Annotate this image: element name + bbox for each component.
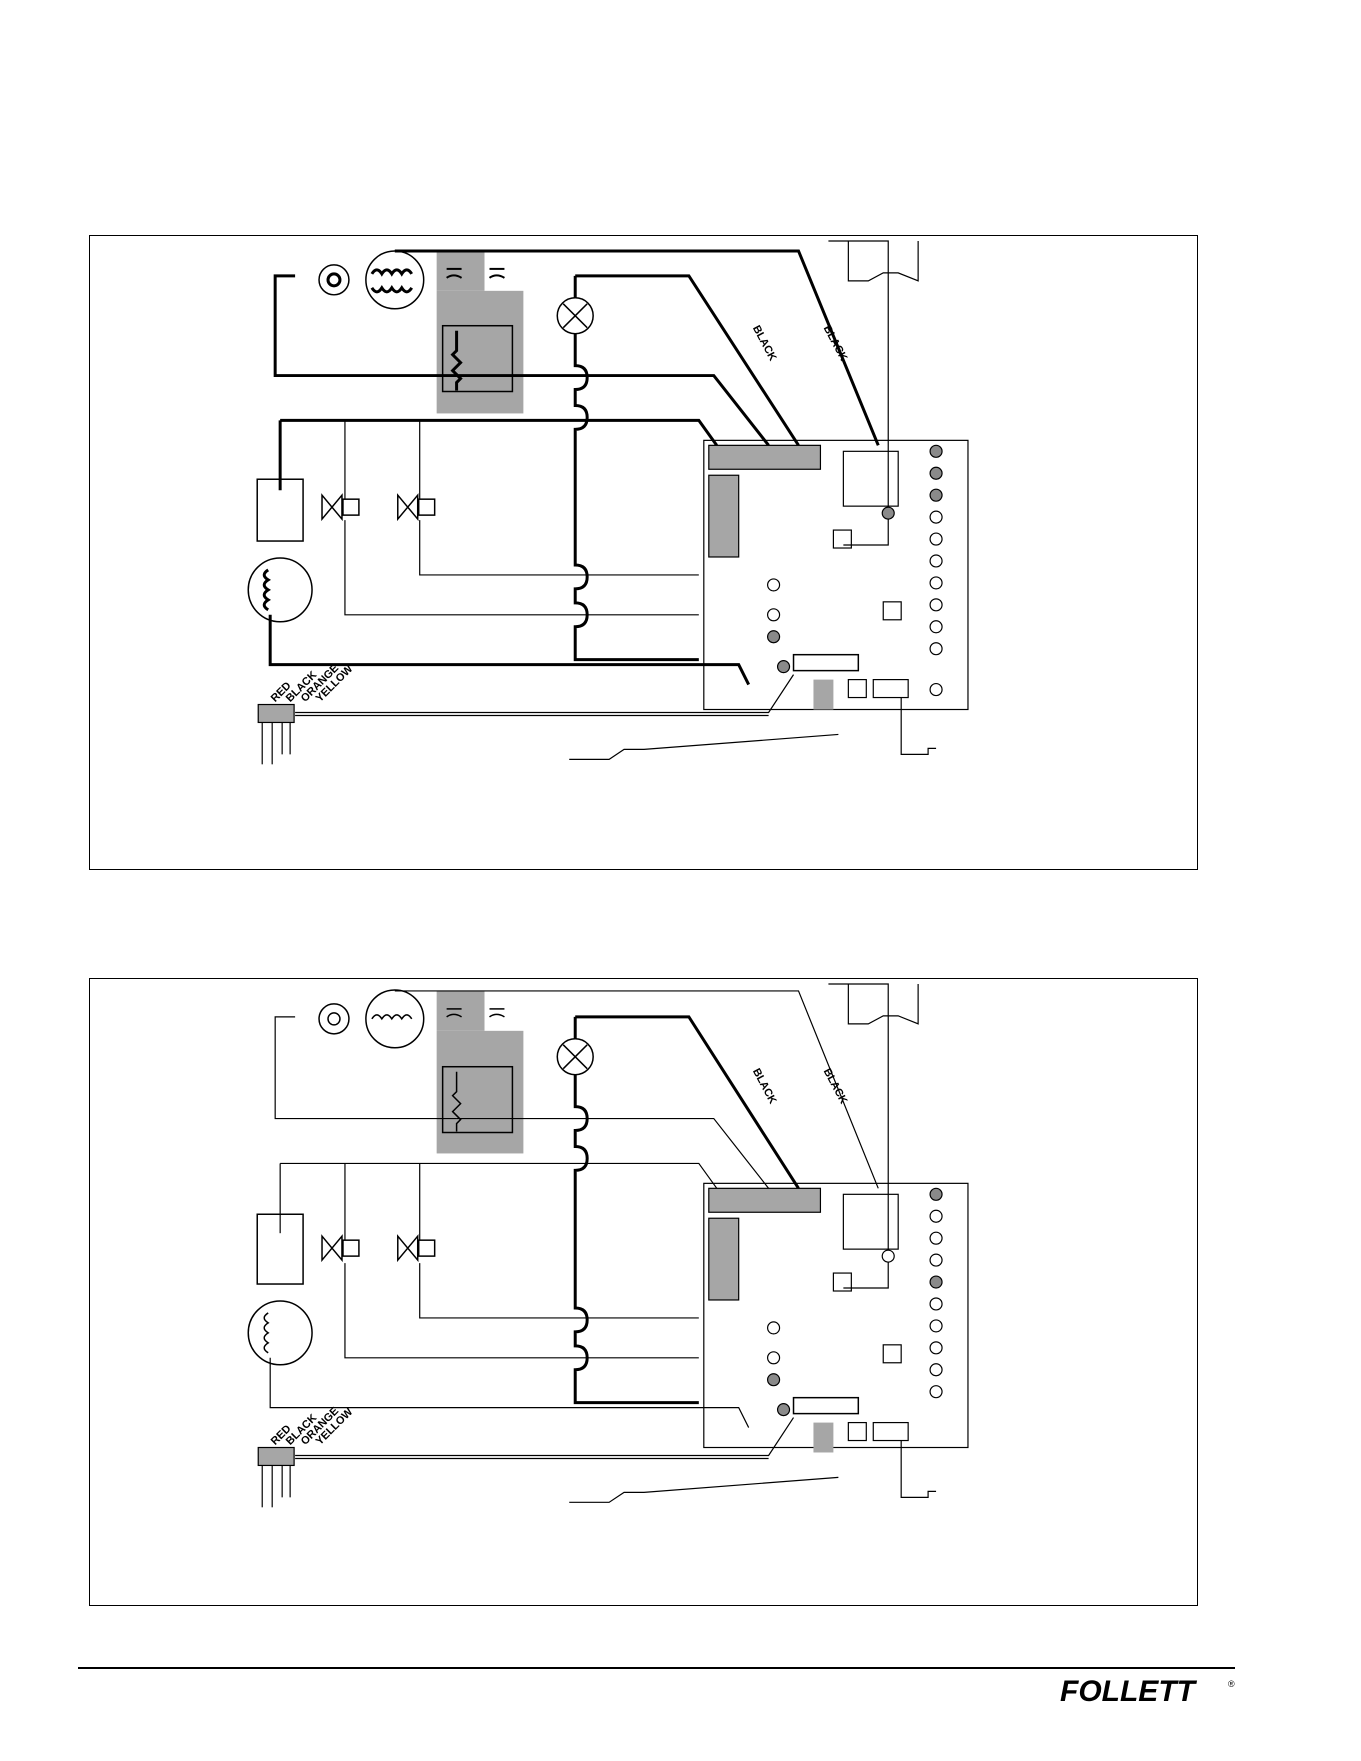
- board-header: [794, 1398, 859, 1414]
- board-relay: [843, 451, 898, 506]
- float-switch: [569, 1477, 838, 1502]
- ground-highlight: [813, 680, 833, 710]
- relay-block: [709, 1218, 739, 1300]
- toggle-switch: [901, 1441, 936, 1498]
- terminal-block: [709, 445, 821, 469]
- follett-logo: FOLLETT ®: [1060, 1673, 1240, 1709]
- solenoid-valve-2: [398, 495, 435, 519]
- water-pump: [557, 1039, 593, 1075]
- wiring-diagram-bottom: BLACK BLACK RED BLACK ORANGE YELLOW: [89, 978, 1198, 1606]
- wire-label-black-1: BLACK: [750, 1066, 779, 1106]
- wiring: [270, 984, 888, 1458]
- brand-name: FOLLETT: [1060, 1675, 1198, 1708]
- wiring-diagram-top-svg: BLACK BLACK RED BLACK ORANGE YELLOW: [90, 236, 1197, 869]
- bin-switch: [848, 241, 918, 281]
- terminal-wide: [873, 1423, 908, 1441]
- board-header: [794, 655, 859, 671]
- board-relay: [843, 1194, 898, 1249]
- harness-wires: [262, 722, 290, 764]
- wire-harness-plug: [258, 705, 294, 723]
- wire-label-black-2: BLACK: [821, 323, 850, 363]
- relay-block: [709, 475, 739, 557]
- float-switch: [569, 734, 838, 759]
- wire-harness-plug: [258, 1448, 294, 1466]
- terminal-small: [848, 1423, 866, 1441]
- relay-highlight: [437, 291, 524, 414]
- solenoid-valve-2: [398, 1236, 435, 1260]
- reset-button: [883, 602, 901, 620]
- status-leds: [768, 1188, 942, 1415]
- water-pump: [557, 298, 593, 334]
- compressor-motor: [248, 1301, 312, 1365]
- terminal-small: [848, 680, 866, 698]
- terminal-wide: [873, 680, 908, 698]
- reset-button: [883, 1345, 901, 1363]
- wiring-diagram-top: BLACK BLACK RED BLACK ORANGE YELLOW: [89, 235, 1198, 870]
- wiring-diagram-bottom-svg: BLACK BLACK RED BLACK ORANGE YELLOW: [90, 979, 1197, 1605]
- footer-rule: [78, 1667, 1235, 1669]
- capacitor-highlight: [437, 251, 485, 291]
- fan-motor: [319, 251, 424, 309]
- control-board: [704, 440, 968, 709]
- toggle-switch: [901, 698, 936, 755]
- harness-wires: [262, 1465, 290, 1507]
- compressor-motor: [248, 558, 312, 622]
- solenoid-valve-1: [322, 495, 359, 519]
- ground-highlight: [813, 1423, 833, 1453]
- terminal-block: [709, 1188, 821, 1212]
- wire-label-black-1: BLACK: [750, 323, 779, 363]
- fan-motor: [319, 990, 424, 1048]
- solenoid-valve-1: [322, 1236, 359, 1260]
- control-board: [704, 1183, 968, 1447]
- relay-highlight: [437, 1031, 524, 1154]
- bin-switch: [848, 984, 918, 1024]
- wire-label-black-2: BLACK: [821, 1066, 850, 1106]
- registered-mark: ®: [1228, 1679, 1235, 1689]
- capacitor-highlight: [437, 991, 485, 1031]
